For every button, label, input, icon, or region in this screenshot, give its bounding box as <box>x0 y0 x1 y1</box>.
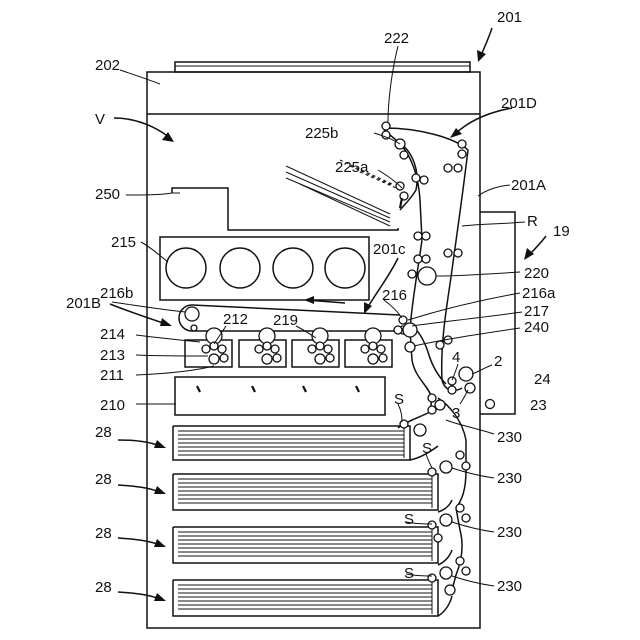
label-3: 3 <box>452 405 460 422</box>
label-28b: 28 <box>95 471 112 488</box>
paper-cassettes <box>173 426 438 616</box>
label-201: 201 <box>497 9 522 26</box>
label-214: 214 <box>100 326 125 343</box>
label-220: 220 <box>524 265 549 282</box>
label-s3: S <box>404 511 414 528</box>
exposure-unit <box>175 377 385 415</box>
station-4 <box>361 328 387 364</box>
label-240: 240 <box>524 319 549 336</box>
label-201c: 201c <box>373 241 406 258</box>
label-4: 4 <box>452 349 460 366</box>
label-216: 216 <box>382 287 407 304</box>
image-forming-stations <box>185 328 392 367</box>
label-211: 211 <box>100 367 124 384</box>
label-225b: 225b <box>305 125 338 142</box>
label-222: 222 <box>384 30 409 47</box>
label-201D: 201D <box>501 95 537 112</box>
label-216a: 216a <box>522 285 556 302</box>
label-s1: S <box>394 391 404 408</box>
label-250: 250 <box>95 186 120 203</box>
label-s2: S <box>422 440 432 457</box>
label-213: 213 <box>100 347 125 364</box>
label-219: 219 <box>273 312 298 329</box>
label-201A: 201A <box>511 177 546 194</box>
label-24: 24 <box>534 371 551 388</box>
side-unit <box>480 212 515 414</box>
label-217: 217 <box>524 303 549 320</box>
cassette-3 <box>173 527 438 563</box>
label-225a: 225a <box>335 159 369 176</box>
label-2: 2 <box>494 353 502 370</box>
cassette-2 <box>173 474 438 510</box>
label-28a: 28 <box>95 424 112 441</box>
station-2 <box>255 328 281 364</box>
label-201B: 201B <box>66 295 101 312</box>
toner-container-unit <box>160 237 369 300</box>
label-202: 202 <box>95 57 120 74</box>
station-3 <box>308 328 334 364</box>
label-v: V <box>95 111 105 128</box>
label-23: 23 <box>530 397 547 414</box>
label-230a: 230 <box>497 429 522 446</box>
reference-labels: 201 202 222 V 201D 225b 225a 201A 250 R … <box>66 9 570 596</box>
label-216b: 216b <box>100 285 133 302</box>
label-215: 215 <box>111 234 136 251</box>
label-28c: 28 <box>95 525 112 542</box>
cassette-4 <box>173 580 438 616</box>
label-210: 210 <box>100 397 125 414</box>
cassette-1 <box>173 426 410 460</box>
label-230c: 230 <box>497 524 522 541</box>
station-1 <box>202 328 228 364</box>
label-r: R <box>527 213 538 230</box>
label-230d: 230 <box>497 578 522 595</box>
label-28d: 28 <box>95 579 112 596</box>
label-s4: S <box>404 565 414 582</box>
label-19: 19 <box>553 223 570 240</box>
label-212: 212 <box>223 311 248 328</box>
label-230b: 230 <box>497 470 522 487</box>
